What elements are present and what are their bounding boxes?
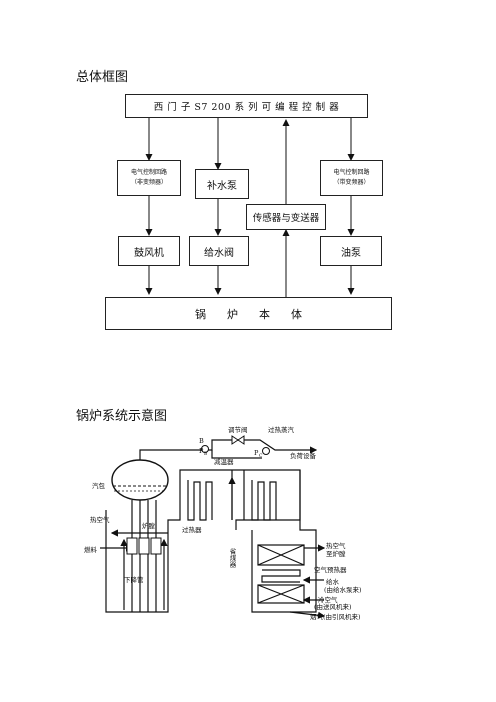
label-cold-air-1: 冷空气 [318, 595, 338, 604]
label-valve: 调节阀 [228, 425, 248, 434]
label-superheater: 过热器 [182, 525, 202, 534]
block-diagram-title: 总体框图 [76, 70, 129, 85]
label-economizer: 省煤器 [228, 547, 236, 569]
sensor-transmitter-box: 传感器与变送器 [246, 204, 326, 230]
feed-valve-box: 给水阀 [189, 236, 249, 266]
air-preheater-block [257, 584, 305, 604]
left-control-circuit-label: 电气控制回路 [130, 169, 167, 176]
svg-text:省煤器: 省煤器 [228, 547, 236, 569]
label-feedwater-1: 给水 [326, 577, 340, 586]
plc-box: 西 门 子 S7 200 系 列 可 编 程 控 制 器 [125, 94, 368, 118]
label-pc: P [254, 449, 259, 457]
sensor-transmitter-label: 传感器与变送器 [252, 213, 320, 224]
label-pb: P [199, 447, 204, 455]
label-b: B [199, 437, 204, 445]
economizer-coil [261, 569, 301, 583]
economizer-block [257, 544, 305, 566]
arrow-flue-gas [289, 611, 326, 619]
label-downcomer: 下降管 [124, 575, 144, 584]
label-hot-air-to-furnace-1: 热空气 [326, 541, 346, 550]
pressure-gauge-b-icon [201, 445, 209, 453]
label-hot-air-to-furnace-2: 至炉膛 [326, 549, 346, 558]
label-flue-gas: 烟气(由引风机来) [310, 612, 361, 621]
oil-pump-box: 油泵 [320, 236, 382, 266]
right-control-circuit-note: （带变频器） [333, 179, 370, 186]
label-furnace: 炉膛 [142, 521, 156, 530]
left-control-circuit-note: （非变频器） [130, 179, 167, 186]
label-cold-air-2: (由送风机来) [314, 602, 352, 611]
label-drum: 汽包 [92, 481, 106, 490]
schematic-title: 锅炉系统示意图 [76, 409, 168, 424]
right-control-circuit-label: 电气控制回路 [333, 169, 370, 176]
blower-box: 鼓风机 [118, 236, 180, 266]
burner-2 [138, 537, 150, 555]
supply-pump-box: 补水泵 [195, 169, 249, 199]
oil-pump-label: 油泵 [341, 247, 361, 259]
left-control-circuit-box: 电气控制回路 （非变频器） [117, 160, 181, 196]
label-fuel: 燃料 [84, 545, 98, 554]
pressure-gauge-c-icon [262, 447, 270, 455]
label-superheated-steam: 过热蒸汽 [268, 425, 295, 434]
economizer-cross [257, 544, 305, 566]
control-valve-icon [231, 435, 245, 445]
flue-wall [251, 470, 317, 613]
superheater-coil-left [187, 480, 213, 521]
desuperheater-line [211, 450, 262, 459]
burner-3 [150, 537, 162, 555]
right-control-circuit-box: 电气控制回路 （带变频器） [320, 160, 383, 196]
label-load: 负荷设备 [290, 451, 317, 460]
supply-pump-label: 补水泵 [207, 180, 237, 192]
label-feedwater-2: (由给水泵来) [324, 585, 362, 594]
steam-line [139, 439, 296, 470]
burner-1 [126, 537, 138, 555]
block-diagram-connectors [145, 118, 355, 297]
boiler-body-box: 锅 炉 本 体 [105, 297, 392, 330]
label-air-preheater: 空气预热器 [314, 565, 347, 574]
plc-label: 西 门 子 S7 200 系 列 可 编 程 控 制 器 [153, 102, 340, 113]
label-hot-air: 热空气 [90, 515, 110, 524]
blower-label: 鼓风机 [134, 247, 164, 259]
steam-drum [111, 459, 169, 501]
boiler-body-label: 锅 炉 本 体 [195, 307, 302, 321]
feed-valve-label: 给水阀 [204, 247, 234, 259]
label-pb-sub: B [204, 451, 208, 457]
label-desuperheater: 减温器 [214, 457, 234, 466]
label-pc-sub: C [259, 453, 263, 459]
preheater-cross [257, 584, 305, 604]
superheater-coil-right [251, 480, 277, 521]
